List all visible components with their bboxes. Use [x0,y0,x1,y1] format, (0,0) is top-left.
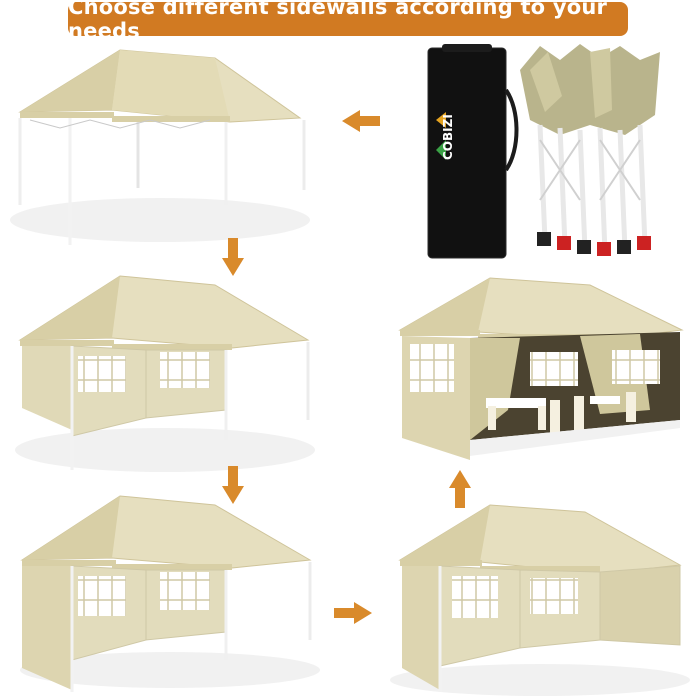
bag-brand-label: COBIZI [441,114,455,160]
canopy-tent-windows-solid [20,495,320,692]
canopy-tent-enclosed [390,504,690,696]
canopy-tent-party-setup [398,277,684,460]
arrow-down-icon [222,238,244,276]
arrow-up-icon [449,470,471,508]
arrow-down-icon [222,466,244,504]
headline-text: Choose different sidewalls according to … [68,0,608,43]
canopy-tent-no-walls [10,49,310,245]
canopy-tent-half-walls [15,275,315,472]
headline-banner: Choose different sidewalls according to … [68,0,628,43]
carry-bag: COBIZI [427,44,519,259]
arrow-right-icon [334,602,372,624]
arrow-left-icon [342,110,380,132]
folded-frame [520,44,660,256]
